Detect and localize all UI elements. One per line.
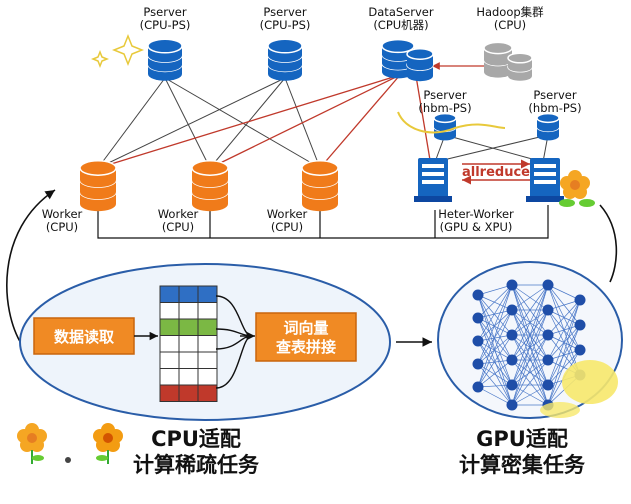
data-read-label: 数据读取 [54, 328, 115, 346]
table-cell [197, 351, 218, 369]
doodle-yellow [397, 111, 506, 134]
database-icon [147, 38, 183, 81]
loop-arrow-right [599, 204, 618, 283]
ps-worker-links [97, 77, 321, 169]
embedding-lookup-box [255, 312, 357, 362]
worker-label: Worker(CPU) [42, 207, 83, 234]
database-icon [191, 160, 229, 212]
embedding-lookup-label: 词向量查表拼接 [276, 319, 336, 356]
table-cell [178, 318, 199, 336]
table-cell [178, 285, 199, 303]
table-cell [178, 384, 199, 402]
flower-icon [93, 423, 123, 464]
dataserver-links [97, 62, 484, 169]
database-icon [536, 112, 560, 141]
table-cell [197, 285, 218, 303]
worker-label: Worker(CPU) [158, 207, 199, 234]
table-cell [159, 335, 180, 353]
pserver-hbm-label: Pserver(hbm-PS) [418, 88, 471, 115]
data-read-box [33, 317, 135, 355]
loop-arrow-left [6, 189, 56, 346]
worker-bus-line [97, 205, 549, 239]
allreduce-arrows: allreduce [462, 159, 530, 185]
table-cell [159, 351, 180, 369]
heter-worker-label: Heter-Worker(GPU & XPU) [438, 207, 514, 234]
allreduce-label: allreduce [462, 165, 530, 180]
pserver-hbm-label: Pserver(hbm-PS) [528, 88, 581, 115]
flower-icon [17, 423, 47, 464]
database-icon [406, 48, 434, 82]
database-icon [507, 52, 533, 81]
hadoop-label: Hadoop集群(CPU) [476, 5, 544, 32]
database-icon [433, 112, 457, 141]
flower-icon [559, 170, 595, 207]
table-cell [197, 302, 218, 320]
table-cell [178, 335, 199, 353]
database-icon [483, 41, 513, 78]
database-icon [381, 38, 415, 79]
table-cell [197, 368, 218, 386]
database-icon [301, 160, 339, 212]
table-cell [197, 318, 218, 336]
table-cell [178, 302, 199, 320]
worker-label: Worker(CPU) [267, 207, 308, 234]
embedding-table [159, 285, 218, 402]
table-cell [159, 302, 180, 320]
table-cell [159, 318, 180, 336]
dataserver-label: DataServer(CPU机器) [368, 5, 433, 32]
sparkle-icon [90, 33, 145, 69]
database-icon [267, 38, 303, 81]
table-cell [197, 335, 218, 353]
table-cell [159, 384, 180, 402]
server-icon [414, 158, 452, 202]
table-cell [178, 351, 199, 369]
pserver-label: Pserver(CPU-PS) [260, 5, 311, 32]
server-icon [526, 158, 564, 202]
pserver-label: Pserver(CPU-PS) [140, 5, 191, 32]
table-cell [197, 384, 218, 402]
cpu-title: CPU适配计算稀疏任务 [133, 427, 260, 477]
doodle-yellow-blob [562, 360, 618, 404]
gpu-title: GPU适配计算密集任务 [459, 427, 586, 477]
database-icon [79, 160, 117, 212]
table-cell [178, 368, 199, 386]
table-cell [159, 285, 180, 303]
table-cell [159, 368, 180, 386]
